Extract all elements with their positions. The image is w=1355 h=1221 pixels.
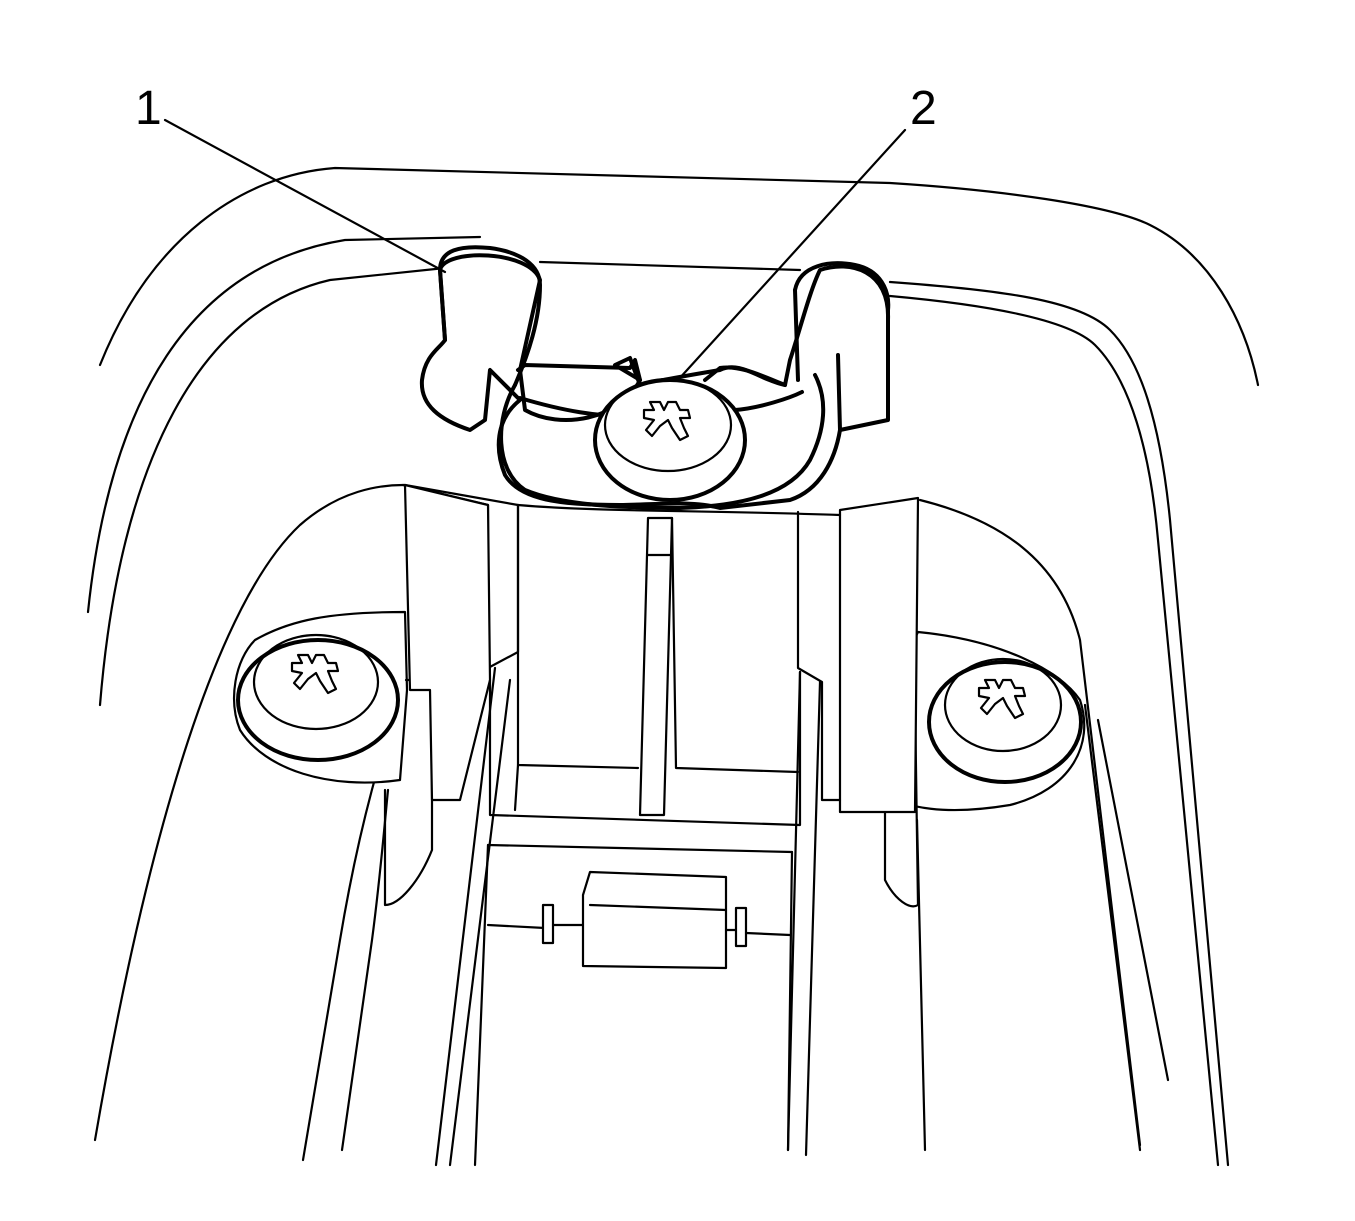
- inline-component: [486, 870, 792, 970]
- leader-line-2: [676, 128, 907, 382]
- callout-label-2: 2: [910, 82, 937, 135]
- leader-line-1: [163, 118, 447, 274]
- center-screw: [593, 377, 747, 502]
- left-screw: [236, 633, 400, 762]
- right-screw: [927, 657, 1083, 784]
- callout-label-1: 1: [135, 82, 162, 135]
- leader-lines: [163, 118, 907, 382]
- bracket-body: [401, 483, 920, 1167]
